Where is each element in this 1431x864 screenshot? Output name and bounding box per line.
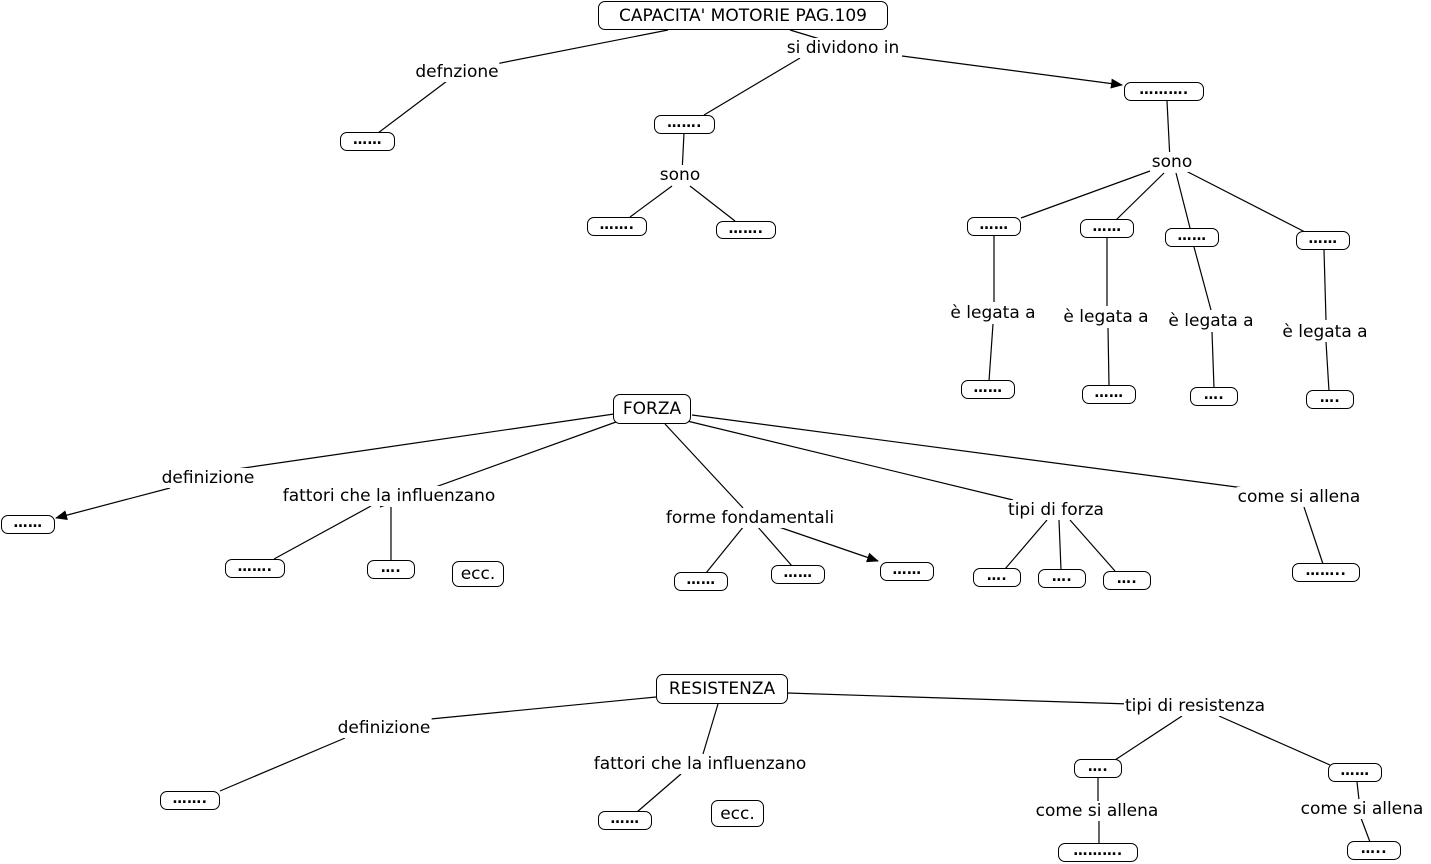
concept-placeholder[interactable]: …… xyxy=(967,217,1021,236)
root-concept-resistenza[interactable]: RESISTENZA xyxy=(656,674,788,704)
connector-line xyxy=(1114,715,1183,761)
connector-line xyxy=(229,413,615,471)
concept-placeholder[interactable]: ………. xyxy=(1124,82,1204,101)
concept-placeholder[interactable]: …. xyxy=(367,560,415,579)
connector-line xyxy=(1058,519,1062,571)
connector-line xyxy=(1356,781,1360,801)
concept-placeholder[interactable]: …. xyxy=(1306,390,1354,409)
concept-placeholder[interactable]: ……. xyxy=(654,115,715,134)
link-label-si-dividono-in: si dividono in xyxy=(785,38,901,58)
connector-line xyxy=(786,692,1131,705)
concept-placeholder[interactable]: …….. xyxy=(1292,563,1360,582)
concept-placeholder[interactable]: …… xyxy=(598,811,652,830)
concept-placeholder[interactable]: …… xyxy=(1328,763,1382,782)
connector-line xyxy=(636,773,682,813)
connector-line xyxy=(1303,506,1324,565)
concept-placeholder[interactable]: ……. xyxy=(225,559,285,578)
connector-line xyxy=(1175,172,1191,229)
connector-line xyxy=(629,185,673,218)
concept-placeholder[interactable]: ……. xyxy=(587,217,647,236)
connector-line xyxy=(1004,519,1048,570)
concept-placeholder[interactable]: …… xyxy=(674,572,728,591)
connector-line xyxy=(705,525,745,574)
concept-placeholder[interactable]: …… xyxy=(1080,219,1134,238)
concept-placeholder[interactable]: …… xyxy=(1,515,55,534)
link-label-e-legata-a: è legata a xyxy=(1281,322,1369,342)
connector-line xyxy=(775,525,879,563)
link-label-e-legata-a: è legata a xyxy=(1062,307,1150,327)
link-label-e-legata-a: è legata a xyxy=(949,303,1037,323)
connector-line xyxy=(1069,519,1116,572)
concept-placeholder[interactable]: ….. xyxy=(1347,841,1401,860)
concept-placeholder[interactable]: …… xyxy=(961,380,1015,399)
connector-line xyxy=(1218,715,1331,766)
link-label-fattori-che-la-influenzano: fattori che la influenzano xyxy=(592,754,808,774)
link-label-defnzione: defnzione xyxy=(414,62,500,82)
link-label-come-si-allena: come si allena xyxy=(1034,801,1160,821)
link-label-sono: sono xyxy=(1150,152,1194,172)
concept-placeholder[interactable]: …… xyxy=(340,132,395,151)
concept-placeholder[interactable]: …… xyxy=(1082,385,1136,404)
connector-line xyxy=(1325,341,1330,392)
connector-line xyxy=(409,696,657,722)
connector-line xyxy=(377,80,448,134)
concept-placeholder[interactable]: …… xyxy=(880,562,934,581)
connector-line xyxy=(901,55,1123,89)
concept-ecc[interactable]: ecc. xyxy=(711,800,764,827)
concept-placeholder[interactable]: …… xyxy=(1296,231,1350,250)
connector-line xyxy=(273,505,372,560)
connector-line xyxy=(1211,331,1215,389)
root-concept-capacita-motorie[interactable]: CAPACITA' MOTORIE PAG.109 xyxy=(598,1,888,30)
concept-ecc[interactable]: ecc. xyxy=(452,561,504,587)
link-label-definizione: definizione xyxy=(160,468,256,488)
link-label-fattori-che-la-influenzano: fattori che la influenzano xyxy=(281,486,497,506)
concept-placeholder[interactable]: …. xyxy=(973,568,1021,587)
connector-line xyxy=(1115,172,1165,221)
concept-placeholder[interactable]: …. xyxy=(1038,569,1086,588)
connector-line xyxy=(664,423,744,509)
concept-placeholder[interactable]: …. xyxy=(1190,387,1238,406)
concept-placeholder[interactable]: ……. xyxy=(716,221,776,239)
connector-line xyxy=(1166,100,1171,161)
connector-line xyxy=(689,185,736,222)
connector-line xyxy=(756,525,793,567)
link-label-forme-fondamentali: forme fondamentali xyxy=(664,508,836,528)
link-label-come-si-allena: come si allena xyxy=(1236,487,1362,507)
connector-line xyxy=(1107,327,1110,387)
concept-placeholder[interactable]: ……. xyxy=(160,791,220,810)
connector-line xyxy=(1185,170,1306,233)
link-label-e-legata-a: è legata a xyxy=(1167,311,1255,331)
connector-line xyxy=(702,703,719,755)
connector-line xyxy=(703,57,801,116)
link-label-come-si-allena: come si allena xyxy=(1299,799,1425,819)
connector-line xyxy=(1193,246,1212,311)
connector-line xyxy=(1323,249,1327,321)
concept-placeholder[interactable]: ………. xyxy=(1058,843,1138,862)
connector-line xyxy=(691,414,1245,489)
link-label-tipi-di-resistenza: tipi di resistenza xyxy=(1124,696,1266,716)
connector-line xyxy=(219,737,346,792)
root-concept-forza[interactable]: FORZA xyxy=(613,394,691,424)
concept-placeholder[interactable]: …. xyxy=(1103,571,1151,590)
concept-placeholder[interactable]: …. xyxy=(1074,759,1122,778)
link-label-tipi-di-forza: tipi di forza xyxy=(1007,500,1105,520)
concept-placeholder[interactable]: …… xyxy=(771,565,825,584)
connector-line xyxy=(682,419,1014,501)
connector-line xyxy=(1360,817,1371,843)
link-label-sono: sono xyxy=(658,165,702,185)
connector-line xyxy=(1020,170,1151,219)
connector-line xyxy=(988,323,994,382)
link-label-definizione: definizione xyxy=(336,718,432,738)
connector-line xyxy=(55,487,171,521)
concept-placeholder[interactable]: …… xyxy=(1165,228,1219,247)
